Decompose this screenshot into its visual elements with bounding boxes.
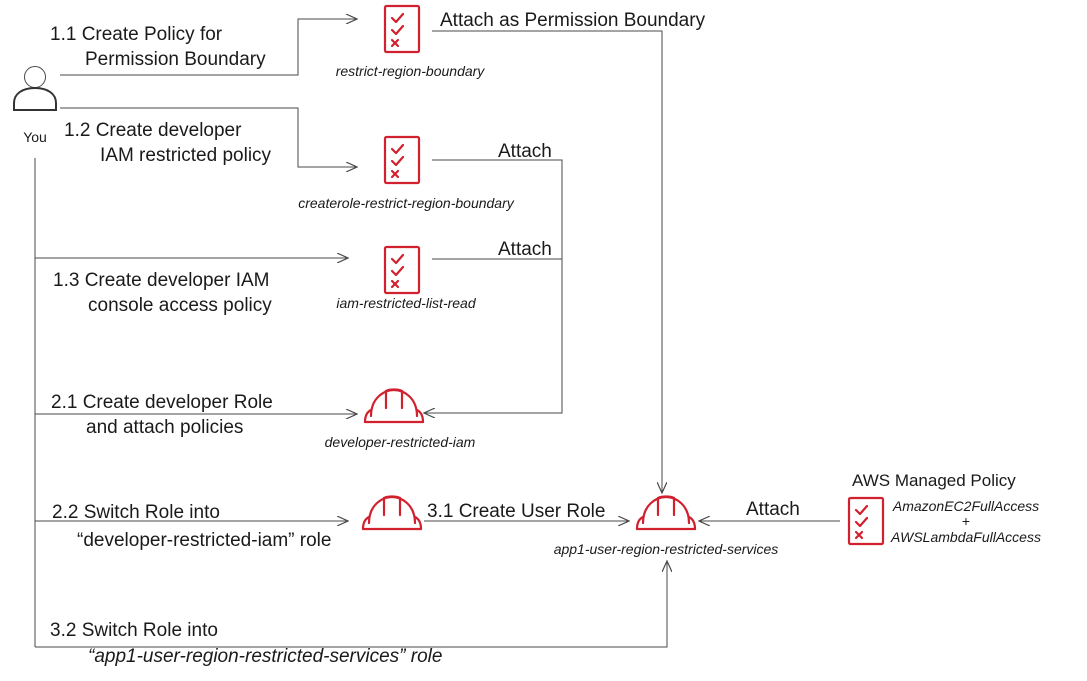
iam-role-hardhat-icon <box>361 495 423 531</box>
managed-policy-lambda: AWSLambdaFullAccess <box>890 529 1041 545</box>
resource-app1-user-region-restricted-services: app1-user-region-restricted-services <box>554 541 779 557</box>
label-attach-permission-boundary: Attach as Permission Boundary <box>440 10 706 31</box>
managed-policy-plus: + <box>962 513 970 529</box>
policy-document-icon <box>847 496 885 546</box>
step-3-1-label: 3.1 Create User Role <box>427 501 605 522</box>
policy-document-icon <box>383 135 421 185</box>
step-1-2-line2: IAM restricted policy <box>100 145 272 166</box>
arrow-attach-permission-boundary <box>432 30 662 493</box>
label-attach-2: Attach <box>498 239 552 260</box>
step-1-3-line1: 1.3 Create developer IAM <box>53 270 270 291</box>
policy-document-icon <box>383 4 421 54</box>
step-1-2-line1: 1.2 Create developer <box>64 120 242 141</box>
resource-createrole-restrict-region-boundary: createrole-restrict-region-boundary <box>298 195 515 211</box>
user-icon <box>13 66 57 111</box>
step-1-1-line2: Permission Boundary <box>85 49 266 70</box>
label-attach-3: Attach <box>746 499 800 520</box>
resource-developer-restricted-iam: developer-restricted-iam <box>325 434 476 450</box>
arrow-attach-createrole-policy <box>424 159 563 413</box>
policy-document-icon <box>383 245 421 295</box>
step-3-2-line2: “app1-user-region-restricted-services” r… <box>88 646 442 667</box>
step-1-3-line2: console access policy <box>88 295 272 316</box>
arrow-step-1-2 <box>60 107 357 167</box>
resource-restrict-region-boundary: restrict-region-boundary <box>336 63 486 79</box>
step-2-1-line2: and attach policies <box>86 417 243 438</box>
resource-iam-restricted-list-read: iam-restricted-list-read <box>336 295 476 311</box>
actor-label: You <box>23 129 47 145</box>
arrow-step-3-2 <box>35 561 667 648</box>
step-3-2-line1: 3.2 Switch Role into <box>50 620 218 641</box>
iam-role-hardhat-icon <box>635 495 697 531</box>
step-2-2-line2: “developer-restricted-iam” role <box>77 530 331 551</box>
step-2-2-line1: 2.2 Switch Role into <box>52 502 220 523</box>
label-attach-1: Attach <box>498 141 552 162</box>
arrow-step-1-1 <box>60 19 357 76</box>
managed-policy-ec2: AmazonEC2FullAccess <box>892 498 1039 514</box>
iam-role-hardhat-icon <box>363 388 425 424</box>
step-1-1-line1: 1.1 Create Policy for <box>50 24 223 45</box>
managed-policy-title: AWS Managed Policy <box>852 471 1016 490</box>
step-2-1-line1: 2.1 Create developer Role <box>51 392 273 413</box>
